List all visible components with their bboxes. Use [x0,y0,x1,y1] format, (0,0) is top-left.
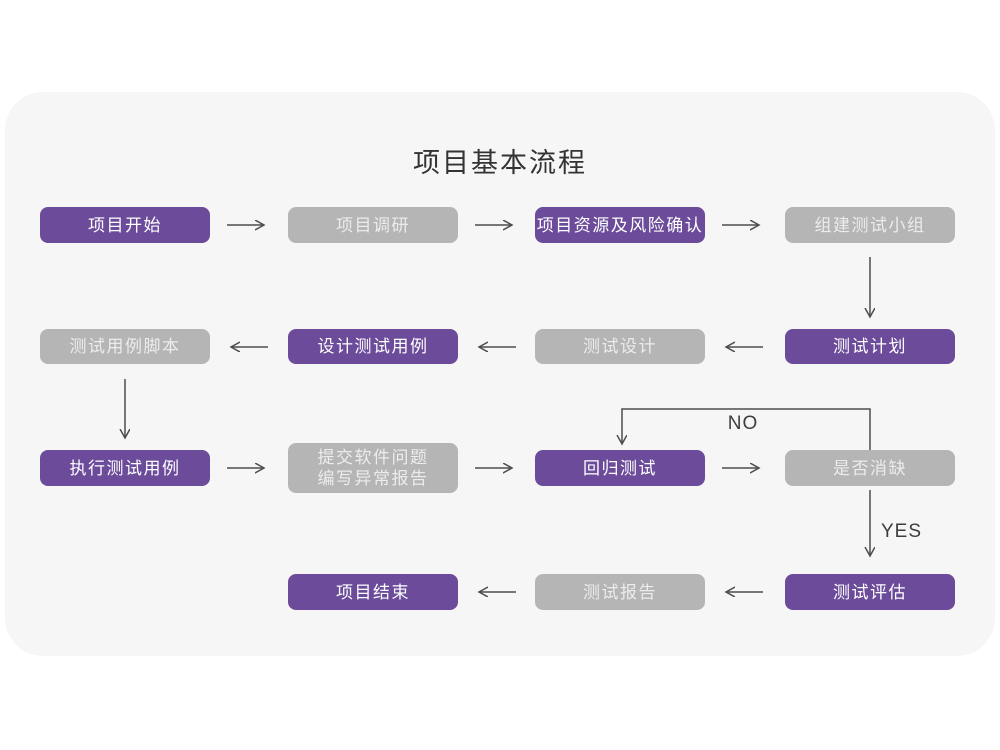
node-case-script: 测试用例脚本 [40,329,210,364]
node-execute-case: 执行测试用例 [40,450,210,486]
edge-label-no: NO [727,413,759,434]
node-project-start: 项目开始 [40,207,210,243]
node-defect-resolved: 是否消缺 [785,450,955,486]
flowchart-background-panel [5,92,995,656]
node-build-team: 组建测试小组 [785,207,955,243]
node-test-report: 测试报告 [535,574,705,610]
diagram-title: 项目基本流程 [413,148,587,178]
node-regression-test: 回归测试 [535,450,705,486]
node-design-case: 设计测试用例 [288,329,458,364]
node-resource-risk: 项目资源及风险确认 [535,207,705,243]
node-test-plan: 测试计划 [785,329,955,364]
node-project-end: 项目结束 [288,574,458,610]
node-submit-issue: 提交软件问题 编写异常报告 [288,443,458,493]
node-project-research: 项目调研 [288,207,458,243]
node-test-design: 测试设计 [535,329,705,364]
node-test-evaluate: 测试评估 [785,574,955,610]
edge-label-yes: YES [881,521,923,542]
